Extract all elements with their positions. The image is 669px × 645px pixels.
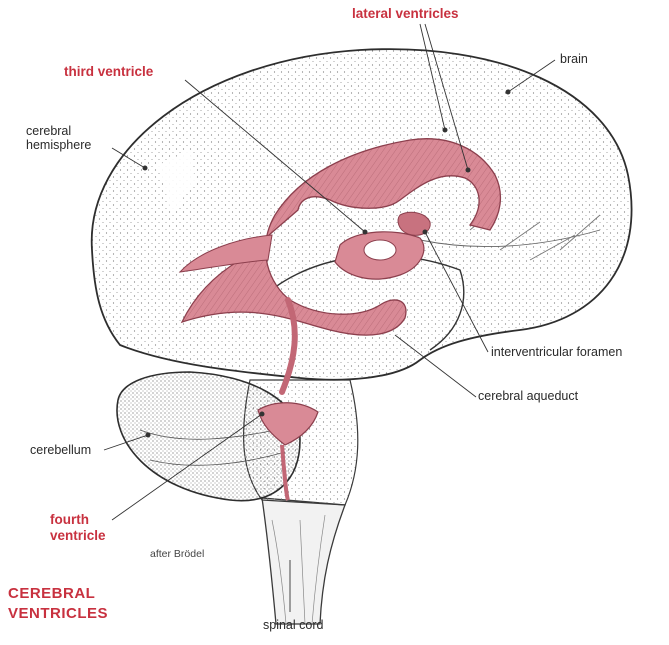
label-cerebellum: cerebellum (30, 443, 91, 457)
label-brain: brain (560, 52, 588, 66)
figure-title-line2: VENTRICLES (8, 604, 108, 624)
label-cerebral-hemisphere: cerebral hemisphere (26, 124, 91, 153)
label-fourth-ventricle: fourth ventricle (50, 512, 106, 543)
figure-title-line1: CEREBRAL (8, 584, 108, 604)
label-interventricular-foramen: interventricular foramen (491, 345, 622, 359)
label-fourth-ventricle-line1: fourth (50, 512, 106, 528)
label-third-ventricle: third ventricle (64, 64, 153, 80)
label-fourth-ventricle-line2: ventricle (50, 528, 106, 544)
spinal-cord (262, 498, 345, 624)
label-lateral-ventricles: lateral ventricles (352, 6, 459, 22)
label-cerebral-hemisphere-line1: cerebral (26, 124, 91, 138)
label-credit: after Brödel (150, 548, 204, 560)
label-spinal-cord: spinal cord (263, 618, 323, 632)
label-cerebral-hemisphere-line2: hemisphere (26, 138, 91, 152)
label-cerebral-aqueduct: cerebral aqueduct (478, 389, 578, 403)
figure-title: CEREBRAL VENTRICLES (8, 584, 108, 623)
